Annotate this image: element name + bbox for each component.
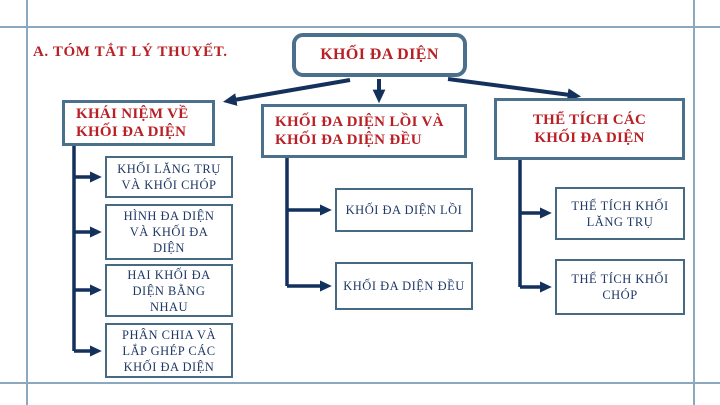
section-title: A. TÓM TẮT LÝ THUYẾT. — [33, 44, 228, 60]
node-hinh-da-dien-va-khoi-da-dien: HÌNH ĐA DIỆN VÀ KHỐI ĐA DIỆN — [105, 204, 233, 260]
frame-line-left — [26, 0, 28, 405]
node-the-tich-cac-khoi-da-dien: THỂ TÍCH CÁC KHỐI ĐA DIỆN — [494, 98, 685, 160]
node-khoi-da-dien-loi-va-deu: KHỐI ĐA DIỆN LỒI VÀ KHỐI ĐA DIỆN ĐỀU — [261, 104, 467, 158]
frame-line-right — [693, 0, 695, 405]
node-khoi-da-dien-deu: KHỐI ĐA DIỆN ĐỀU — [335, 262, 473, 310]
node-hai-khoi-da-dien-bang-nhau: HAI KHỐI ĐA DIỆN BẰNG NHAU — [105, 264, 233, 317]
node-khai-niem-ve-khoi-da-dien: KHÁI NIỆM VỀ KHỐI ĐA DIỆN — [62, 100, 215, 146]
frame-line-top — [0, 26, 720, 28]
arrow-root-to-left — [222, 78, 351, 106]
node-phan-chia-va-lap-ghep: PHÂN CHIA VÀ LẮP GHÉP CÁC KHỐI ĐA DIỆN — [105, 323, 233, 378]
node-the-tich-khoi-lang-tru: THỂ TÍCH KHỐI LĂNG TRỤ — [555, 187, 685, 240]
node-khoi-da-dien-loi: KHỐI ĐA DIỆN LỒI — [335, 188, 473, 232]
node-khoi-lang-tru-va-khoi-chop: KHỐI LĂNG TRỤ VÀ KHỐI CHÓP — [105, 156, 233, 198]
arrow-root-to-right — [447, 77, 582, 102]
node-khoi-da-dien-root: KHỐI ĐA DIỆN — [292, 33, 467, 77]
frame-line-bottom — [0, 382, 720, 384]
node-the-tich-khoi-chop: THỂ TÍCH KHỐI CHÓP — [555, 259, 685, 315]
